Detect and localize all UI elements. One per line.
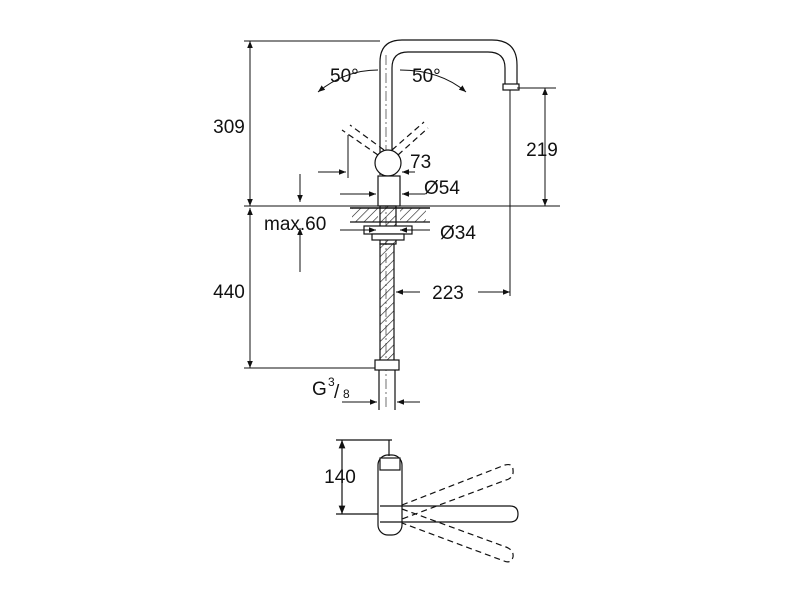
top-base: [377, 454, 403, 536]
faucet-base: [377, 175, 401, 207]
lever-hub: [374, 149, 402, 177]
spout-reach-label: 223: [432, 283, 464, 304]
top-spout: [380, 505, 519, 523]
thread-g-label: G: [312, 379, 327, 400]
handle-dim-label: 73: [410, 152, 431, 173]
angle-right-label: 50°: [412, 66, 441, 87]
height-total-label: 309: [213, 117, 245, 138]
dimension-lines: [244, 40, 560, 405]
supply-hose: [379, 243, 395, 363]
max-countertop-label: max.60: [264, 214, 326, 235]
spout-inner-outline: [391, 51, 506, 175]
thread-slash: /: [334, 382, 340, 403]
dimension-labels: 50° 50° 309 219 73 Ø54 max.60 Ø34 440 22…: [213, 66, 558, 488]
faucet-side-view: [341, 39, 520, 410]
countertop-right: [400, 208, 426, 222]
faucet-top-view: [336, 439, 519, 563]
thread-numerator: 3: [328, 375, 335, 389]
top-swing-up: [401, 463, 514, 520]
hole-diameter-label: Ø34: [440, 223, 476, 244]
angle-left-label: 50°: [330, 66, 359, 87]
lever-swing-left: [341, 124, 385, 156]
top-view-depth-label: 140: [324, 467, 356, 488]
spout-outline: [379, 39, 518, 175]
top-swing-down: [401, 508, 514, 563]
height-spout-label: 219: [526, 140, 558, 161]
base-diameter-label: Ø54: [424, 178, 460, 199]
countertop-left: [352, 208, 378, 222]
below-counter-label: 440: [213, 282, 245, 303]
lever-swing-right: [391, 121, 429, 156]
thread-denominator: 8: [343, 387, 350, 401]
